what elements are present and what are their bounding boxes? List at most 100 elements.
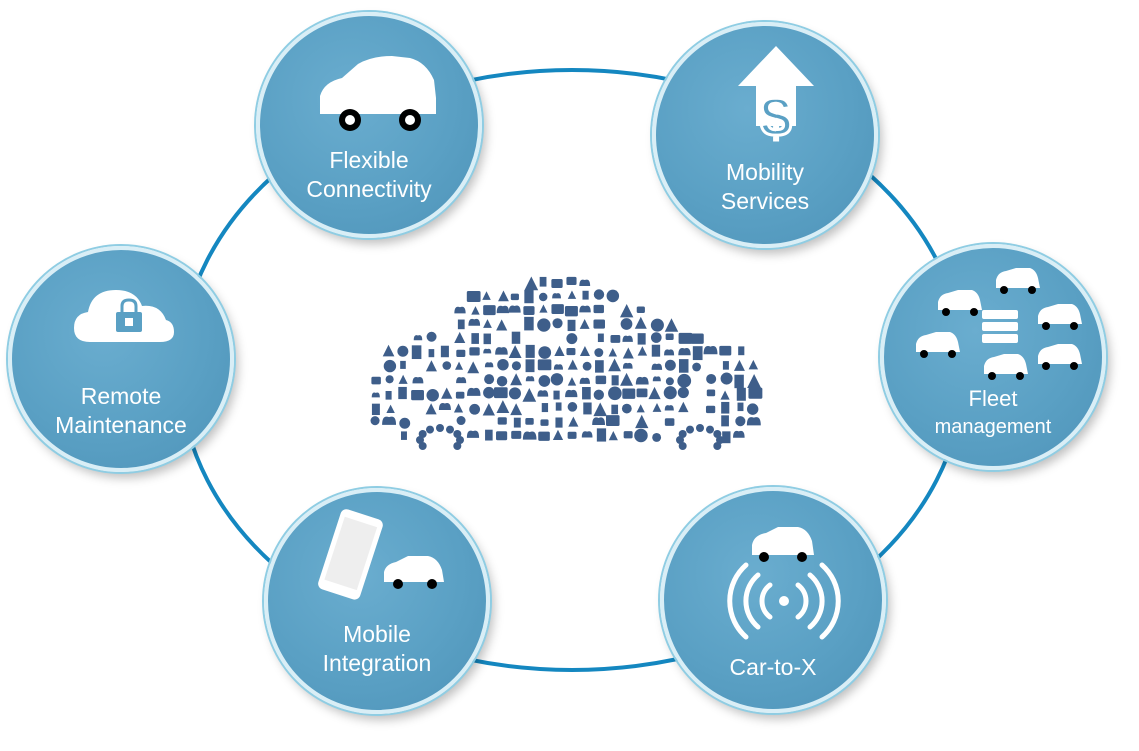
mosaic-glyph-icon xyxy=(482,291,491,300)
mosaic-glyph-icon xyxy=(508,305,521,313)
mosaic-glyph-icon xyxy=(537,359,552,371)
mosaic-glyph-icon xyxy=(524,290,534,304)
mosaic-glyph-icon xyxy=(552,293,561,299)
mosaic-glyph-icon xyxy=(541,403,549,413)
mosaic-glyph-icon xyxy=(579,345,590,357)
mosaic-glyph-icon xyxy=(469,403,481,415)
mosaic-glyph-icon xyxy=(522,388,537,402)
mosaic-glyph-icon xyxy=(621,403,632,414)
mosaic-glyph-icon xyxy=(468,318,481,326)
mosaic-glyph-icon xyxy=(736,387,746,401)
mosaic-glyph-icon xyxy=(523,306,535,315)
mosaic-glyph-icon xyxy=(720,372,733,385)
mosaic-glyph-icon xyxy=(382,416,397,425)
mosaic-glyph-icon xyxy=(593,402,608,417)
mosaic-glyph-icon xyxy=(663,386,677,400)
wheel-glyph-icon xyxy=(716,436,724,444)
label-line-1: Car-to-X xyxy=(729,654,817,680)
mosaic-glyph-icon xyxy=(482,403,495,416)
mosaic-glyph-icon xyxy=(652,403,662,412)
mosaic-glyph-icon xyxy=(397,345,409,357)
mosaic-glyph-icon xyxy=(678,401,689,413)
label-line-1: Remote xyxy=(80,383,162,409)
node-label: Mobile Integration xyxy=(268,620,486,678)
mosaic-glyph-icon xyxy=(703,346,718,355)
mosaic-glyph-icon xyxy=(398,374,408,384)
mosaic-glyph-icon xyxy=(399,417,411,429)
mosaic-glyph-icon xyxy=(498,290,509,302)
mosaic-glyph-icon xyxy=(456,349,466,358)
mosaic-glyph-icon xyxy=(428,349,435,358)
mosaic-glyph-icon xyxy=(592,417,606,426)
mosaic-glyph-icon xyxy=(442,361,452,370)
mosaic-glyph-icon xyxy=(483,319,492,328)
mosaic-glyph-icon xyxy=(554,345,565,356)
mosaic-glyph-icon xyxy=(608,431,618,441)
mosaic-glyph-icon xyxy=(722,361,729,370)
mosaic-glyph-icon xyxy=(508,345,522,358)
mosaic-glyph-icon xyxy=(538,292,548,302)
car-signal-icon xyxy=(727,527,841,640)
mosaic-glyph-icon xyxy=(664,318,679,332)
mosaic-glyph-icon xyxy=(690,333,704,344)
mosaic-glyph-icon xyxy=(635,414,649,429)
mosaic-glyph-icon xyxy=(734,374,744,389)
mosaic-glyph-icon xyxy=(496,431,508,441)
mosaic-glyph-icon xyxy=(706,373,717,384)
dollar-up-arrow-icon: $ xyxy=(738,46,814,150)
label-line-1: Flexible xyxy=(329,147,409,173)
mosaic-glyph-icon xyxy=(413,335,423,341)
mosaic-glyph-icon xyxy=(648,386,661,400)
mosaic-glyph-icon xyxy=(608,386,622,401)
mosaic-glyph-icon xyxy=(510,293,519,301)
mosaic-glyph-icon xyxy=(510,403,523,416)
mosaic-glyph-icon xyxy=(553,390,560,400)
node-fleet-management: Fleet management xyxy=(880,244,1106,470)
mosaic-glyph-icon xyxy=(484,362,494,368)
mosaic-glyph-icon xyxy=(566,276,577,286)
mosaic-glyph-icon xyxy=(579,377,590,384)
mosaic-glyph-icon xyxy=(538,346,552,359)
mosaic-glyph-icon xyxy=(426,389,439,402)
mosaic-glyph-icon xyxy=(637,333,646,345)
mosaic-glyph-icon xyxy=(593,304,604,314)
mosaic-glyph-icon xyxy=(748,359,759,370)
mosaic-glyph-icon xyxy=(593,289,605,300)
mosaic-glyph-icon xyxy=(466,430,480,438)
mosaic-glyph-icon xyxy=(567,319,576,332)
mosaic-glyph-icon xyxy=(637,346,648,356)
mosaic-glyph-icon xyxy=(567,431,577,439)
mosaic-glyph-icon xyxy=(735,416,746,427)
label-line-1: Fleet xyxy=(968,386,1018,411)
mosaic-glyph-icon xyxy=(564,306,578,317)
wheel-glyph-icon xyxy=(416,436,424,444)
mosaic-glyph-icon xyxy=(651,363,663,370)
mosaic-glyph-icon xyxy=(567,377,577,386)
svg-text:$: $ xyxy=(760,85,791,148)
mosaic-glyph-icon xyxy=(400,431,407,440)
mosaic-glyph-icon xyxy=(733,430,745,438)
wheel-glyph-icon xyxy=(436,424,444,432)
mosaic-glyph-icon xyxy=(467,361,480,374)
mosaic-glyph-icon xyxy=(747,374,762,389)
label-line-1: Mobile xyxy=(343,621,411,647)
mosaic-glyph-icon xyxy=(746,417,761,426)
mosaic-glyph-icon xyxy=(622,388,636,399)
mosaic-glyph-icon xyxy=(496,319,508,331)
wheel-glyph-icon xyxy=(706,425,714,434)
mosaic-glyph-icon xyxy=(552,429,564,440)
mosaic-glyph-icon xyxy=(746,403,759,415)
mosaic-glyph-icon xyxy=(371,392,380,398)
mosaic-glyph-icon xyxy=(566,333,578,345)
mosaic-glyph-icon xyxy=(566,347,576,356)
wheel-glyph-icon xyxy=(426,425,434,434)
mosaic-glyph-icon xyxy=(469,347,480,356)
mosaic-glyph-icon xyxy=(440,345,449,358)
mosaic-glyph-icon xyxy=(426,331,437,342)
mosaic-glyph-icon xyxy=(692,362,701,372)
node-car-to-x: Car-to-X xyxy=(660,487,886,713)
mosaic-glyph-icon xyxy=(493,387,508,399)
mosaic-glyph-icon xyxy=(579,305,591,313)
mosaic-glyph-icon xyxy=(705,405,716,414)
mosaic-glyph-icon xyxy=(619,304,634,318)
